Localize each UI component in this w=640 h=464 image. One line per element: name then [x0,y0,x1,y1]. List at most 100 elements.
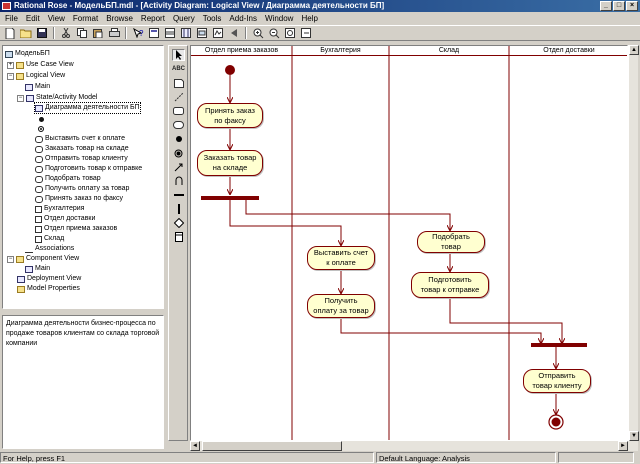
expand-icon[interactable]: + [7,61,14,69]
tree-item-component-main[interactable]: Main [25,264,50,274]
tree-item-activity[interactable]: Отправить товар клиенту [35,154,128,164]
swimlane-tool-icon[interactable] [172,231,185,243]
new-icon[interactable] [3,27,17,40]
menu-report[interactable]: Report [140,13,165,23]
tree-item-activity[interactable]: Получить оплату за товар [35,184,129,194]
transition-tool-icon[interactable] [172,161,185,173]
cut-icon[interactable] [59,27,73,40]
tree-item-activity[interactable]: Принять заказ по факсу [35,194,123,204]
menu-window[interactable]: Window [265,13,294,23]
tree-item-deployment-view[interactable]: Deployment View [17,274,81,284]
print-icon[interactable] [107,27,121,40]
menu-help[interactable]: Help [301,13,318,23]
activity-label-line: Принять заказ [205,105,255,115]
menu-tools[interactable]: Tools [202,13,222,23]
menu-add-ins[interactable]: Add-Ins [229,13,257,23]
back-icon[interactable] [227,27,241,40]
menu-file[interactable]: File [5,13,18,23]
horizontal-sync-tool-icon[interactable] [172,189,185,201]
model-browser-tree[interactable]: МодельБП +Use Case View −Logical View Ma… [2,45,164,309]
documentation-pane[interactable]: Диаграмма деятельности бизнес-процесса п… [2,315,164,449]
tree-root[interactable]: МодельБП [5,49,50,59]
close-button[interactable]: × [626,1,638,11]
horizontal-scroll-thumb[interactable] [202,441,342,451]
component-icon[interactable] [195,27,209,40]
tree-item-swimlane[interactable]: Бухгалтерия [35,204,84,214]
menu-format[interactable]: Format [72,13,99,23]
menu-browse[interactable]: Browse [106,13,133,23]
tree-item-activity[interactable]: Подготовить товар к отправке [35,164,142,174]
paste-icon[interactable] [91,27,105,40]
fit-icon[interactable] [283,27,297,40]
anchor-note-tool-icon[interactable] [172,91,185,103]
swimlane-header[interactable]: Бухгалтерия [292,46,389,56]
tree-item-swimlane[interactable]: Склад [35,234,64,244]
collapse-icon[interactable]: − [7,255,14,263]
tree-item-logical-view[interactable]: −Logical View [7,71,65,81]
tree-item-activity[interactable]: Выставить счет к оплате [35,134,125,144]
scroll-right-icon[interactable]: ► [618,441,628,451]
tree-item-final-state[interactable] [37,124,44,134]
tree-item-use-case-view[interactable]: +Use Case View [7,60,74,70]
swimlane-header[interactable]: Склад [389,46,509,56]
tree-item-label: Отдел доставки [44,215,96,222]
swimlane-header[interactable]: Отдел приема заказов [191,46,292,56]
undo-fit-icon[interactable] [299,27,313,40]
end-state-tool-icon[interactable] [172,147,185,159]
collapse-icon[interactable]: − [7,72,14,80]
scroll-down-icon[interactable]: ▼ [629,431,639,441]
text-tool-icon[interactable]: ABC [172,66,185,72]
scroll-up-icon[interactable]: ▲ [629,45,639,55]
browse-icon[interactable] [147,27,161,40]
tree-item-label: Отдел приема заказов [44,225,118,232]
decision-tool-icon[interactable] [172,217,185,229]
state-tool-icon[interactable] [172,105,185,117]
maximize-button[interactable]: □ [613,1,625,11]
selection-tool-icon[interactable] [172,49,185,61]
tree-item-state-activity-model[interactable]: −State/Activity Model [17,93,97,103]
interaction-icon[interactable] [179,27,193,40]
start-state-tool-icon[interactable] [172,133,185,145]
help-icon[interactable]: ? [131,27,145,40]
vertical-scrollbar[interactable]: ▲ ▼ [628,45,639,441]
scroll-left-icon[interactable]: ◄ [190,441,200,451]
menu-view[interactable]: View [47,13,65,23]
tree-item-swimlane[interactable]: Отдел доставки [35,214,95,224]
tree-item-activity[interactable]: Заказать товар на складе [35,144,129,154]
deployment-icon[interactable] [211,27,225,40]
menu-query[interactable]: Query [172,13,195,23]
menu-edit[interactable]: Edit [25,13,40,23]
activity-tool-icon[interactable] [172,119,185,131]
tree-item-activity-diagram[interactable]: Диаграмма деятельности БП [34,102,141,114]
open-icon[interactable] [19,27,33,40]
tree-item-activity[interactable]: Подобрать товар [35,174,101,184]
collapse-icon[interactable]: − [17,94,24,102]
zoom-out-icon[interactable] [267,27,281,40]
vertical-sync-tool-icon[interactable] [172,203,185,215]
swimlane-header[interactable]: Отдел доставки [509,46,627,56]
copy-icon[interactable] [75,27,89,40]
tree-item-component-view[interactable]: −Component View [7,254,79,264]
note-tool-icon[interactable] [172,77,185,89]
activity-diagram-canvas[interactable]: Отдел приема заказов Бухгалтерия Склад О… [190,45,628,441]
tree-item-initial-state[interactable] [37,114,44,124]
tree-item-associations[interactable]: Associations [25,244,74,254]
tree-item-swimlane[interactable]: Отдел приема заказов [35,224,117,234]
tree-item-model-properties[interactable]: Model Properties [17,284,80,294]
self-transition-tool-icon[interactable] [172,175,185,187]
activity-icon [35,155,43,163]
class-diagram-icon[interactable] [163,27,177,40]
model-icon [5,50,13,58]
horizontal-scrollbar[interactable]: ◄ ► [190,441,638,451]
tree-item-main[interactable]: Main [25,82,50,92]
minimize-button[interactable]: _ [600,1,612,11]
save-icon[interactable] [35,27,49,40]
zoom-in-icon[interactable] [251,27,265,40]
